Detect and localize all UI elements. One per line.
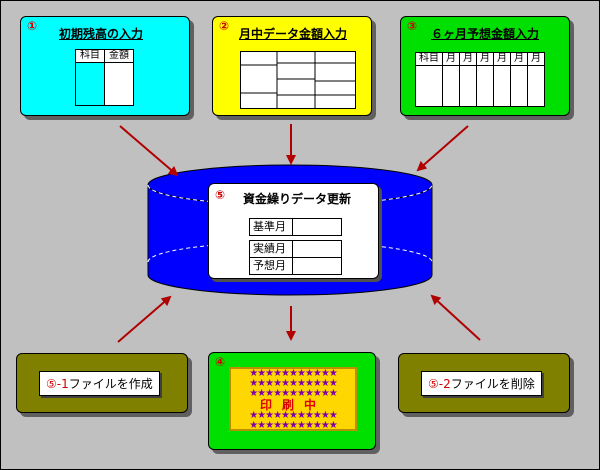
grid-cell[interactable] (459, 65, 477, 107)
col-month: 月 (493, 52, 511, 66)
step-number: ⑤-2 (428, 377, 451, 391)
create-file-box: ⑤-1ファイルを作成 (16, 353, 188, 413)
grid-cell[interactable] (527, 65, 545, 107)
forecast-grid: 科目 月 月 月 月 月 月 (415, 52, 545, 107)
step-number: ① (27, 19, 38, 33)
actual-month-input[interactable] (292, 240, 342, 258)
initial-balance-box[interactable]: ① 初期残高の入力 科目 金額 (20, 16, 190, 116)
star-row: ★★★★★★★★★★★ (249, 410, 338, 421)
star-row: ★★★★★★★★★★★ (249, 378, 338, 389)
arrow-box1-to-db (119, 125, 179, 177)
delete-file-box: ⑤-2ファイルを削除 (398, 353, 570, 413)
grid-cell[interactable] (442, 65, 460, 107)
printing-indicator: ★★★★★★★★★★★ ★★★★★★★★★★★ ★★★★★★★★★★★ 印刷中 … (229, 367, 357, 431)
monthly-grid (240, 51, 356, 109)
actual-month-label: 実績月 (249, 240, 293, 258)
subject-cell[interactable] (75, 62, 105, 106)
forecast-month-input[interactable] (292, 257, 342, 275)
step-number: ③ (407, 19, 418, 33)
arrow-box3-to-db (416, 125, 469, 172)
delete-file-button[interactable]: ⑤-2ファイルを削除 (421, 371, 542, 396)
month-settings-grid: 基準月 実績月 予想月 (249, 218, 342, 275)
col-subject: 科目 (415, 52, 443, 66)
col-month: 月 (510, 52, 528, 66)
col-amount: 金額 (104, 49, 134, 63)
cash-flow-update-panel[interactable]: ⑤ 資金繰りデータ更新 基準月 実績月 予想月 (208, 183, 379, 279)
box-title: 月中データ金額入力 (239, 27, 348, 41)
col-month: 月 (527, 52, 545, 66)
printing-text: 印刷中 (259, 398, 326, 412)
create-file-button[interactable]: ⑤-1ファイルを作成 (39, 371, 160, 396)
monthly-data-box[interactable]: ② 月中データ金額入力 (212, 16, 372, 116)
print-box[interactable]: ④ ★★★★★★★★★★★ ★★★★★★★★★★★ ★★★★★★★★★★★ 印刷… (208, 352, 376, 450)
base-month-input[interactable] (292, 218, 342, 236)
forecast-month-label: 予想月 (249, 257, 293, 275)
box-title: 初期残高の入力 (59, 27, 144, 41)
step-number: ② (219, 19, 230, 33)
button-label: ファイルを作成 (68, 377, 153, 391)
balance-grid: 科目 金額 (75, 49, 134, 106)
col-month: 月 (476, 52, 494, 66)
amount-cell[interactable] (104, 62, 134, 106)
grid-cell[interactable] (510, 65, 528, 107)
step-number: ⑤ (215, 188, 226, 202)
grid-cell[interactable] (493, 65, 511, 107)
button-label: ファイルを削除 (450, 377, 535, 391)
star-row: ★★★★★★★★★★★ (249, 420, 338, 431)
grid-cell[interactable] (415, 65, 443, 107)
arrow-delete-to-db (430, 294, 481, 341)
base-month-label: 基準月 (249, 218, 293, 236)
star-row: ★★★★★★★★★★★ (249, 388, 338, 399)
col-subject: 科目 (75, 49, 105, 63)
six-month-forecast-box[interactable]: ③ ６ヶ月予想金額入力 科目 月 月 月 月 月 月 (400, 16, 570, 116)
arrow-create-to-db (117, 295, 172, 343)
box-title: ６ヶ月予想金額入力 (431, 27, 540, 41)
step-number: ⑤-1 (46, 377, 69, 391)
panel-title: 資金繰りデータ更新 (243, 192, 352, 206)
step-number: ④ (215, 355, 226, 369)
col-month: 月 (459, 52, 477, 66)
grid-cell[interactable] (476, 65, 494, 107)
col-month: 月 (442, 52, 460, 66)
star-row: ★★★★★★★★★★★ (249, 368, 338, 379)
